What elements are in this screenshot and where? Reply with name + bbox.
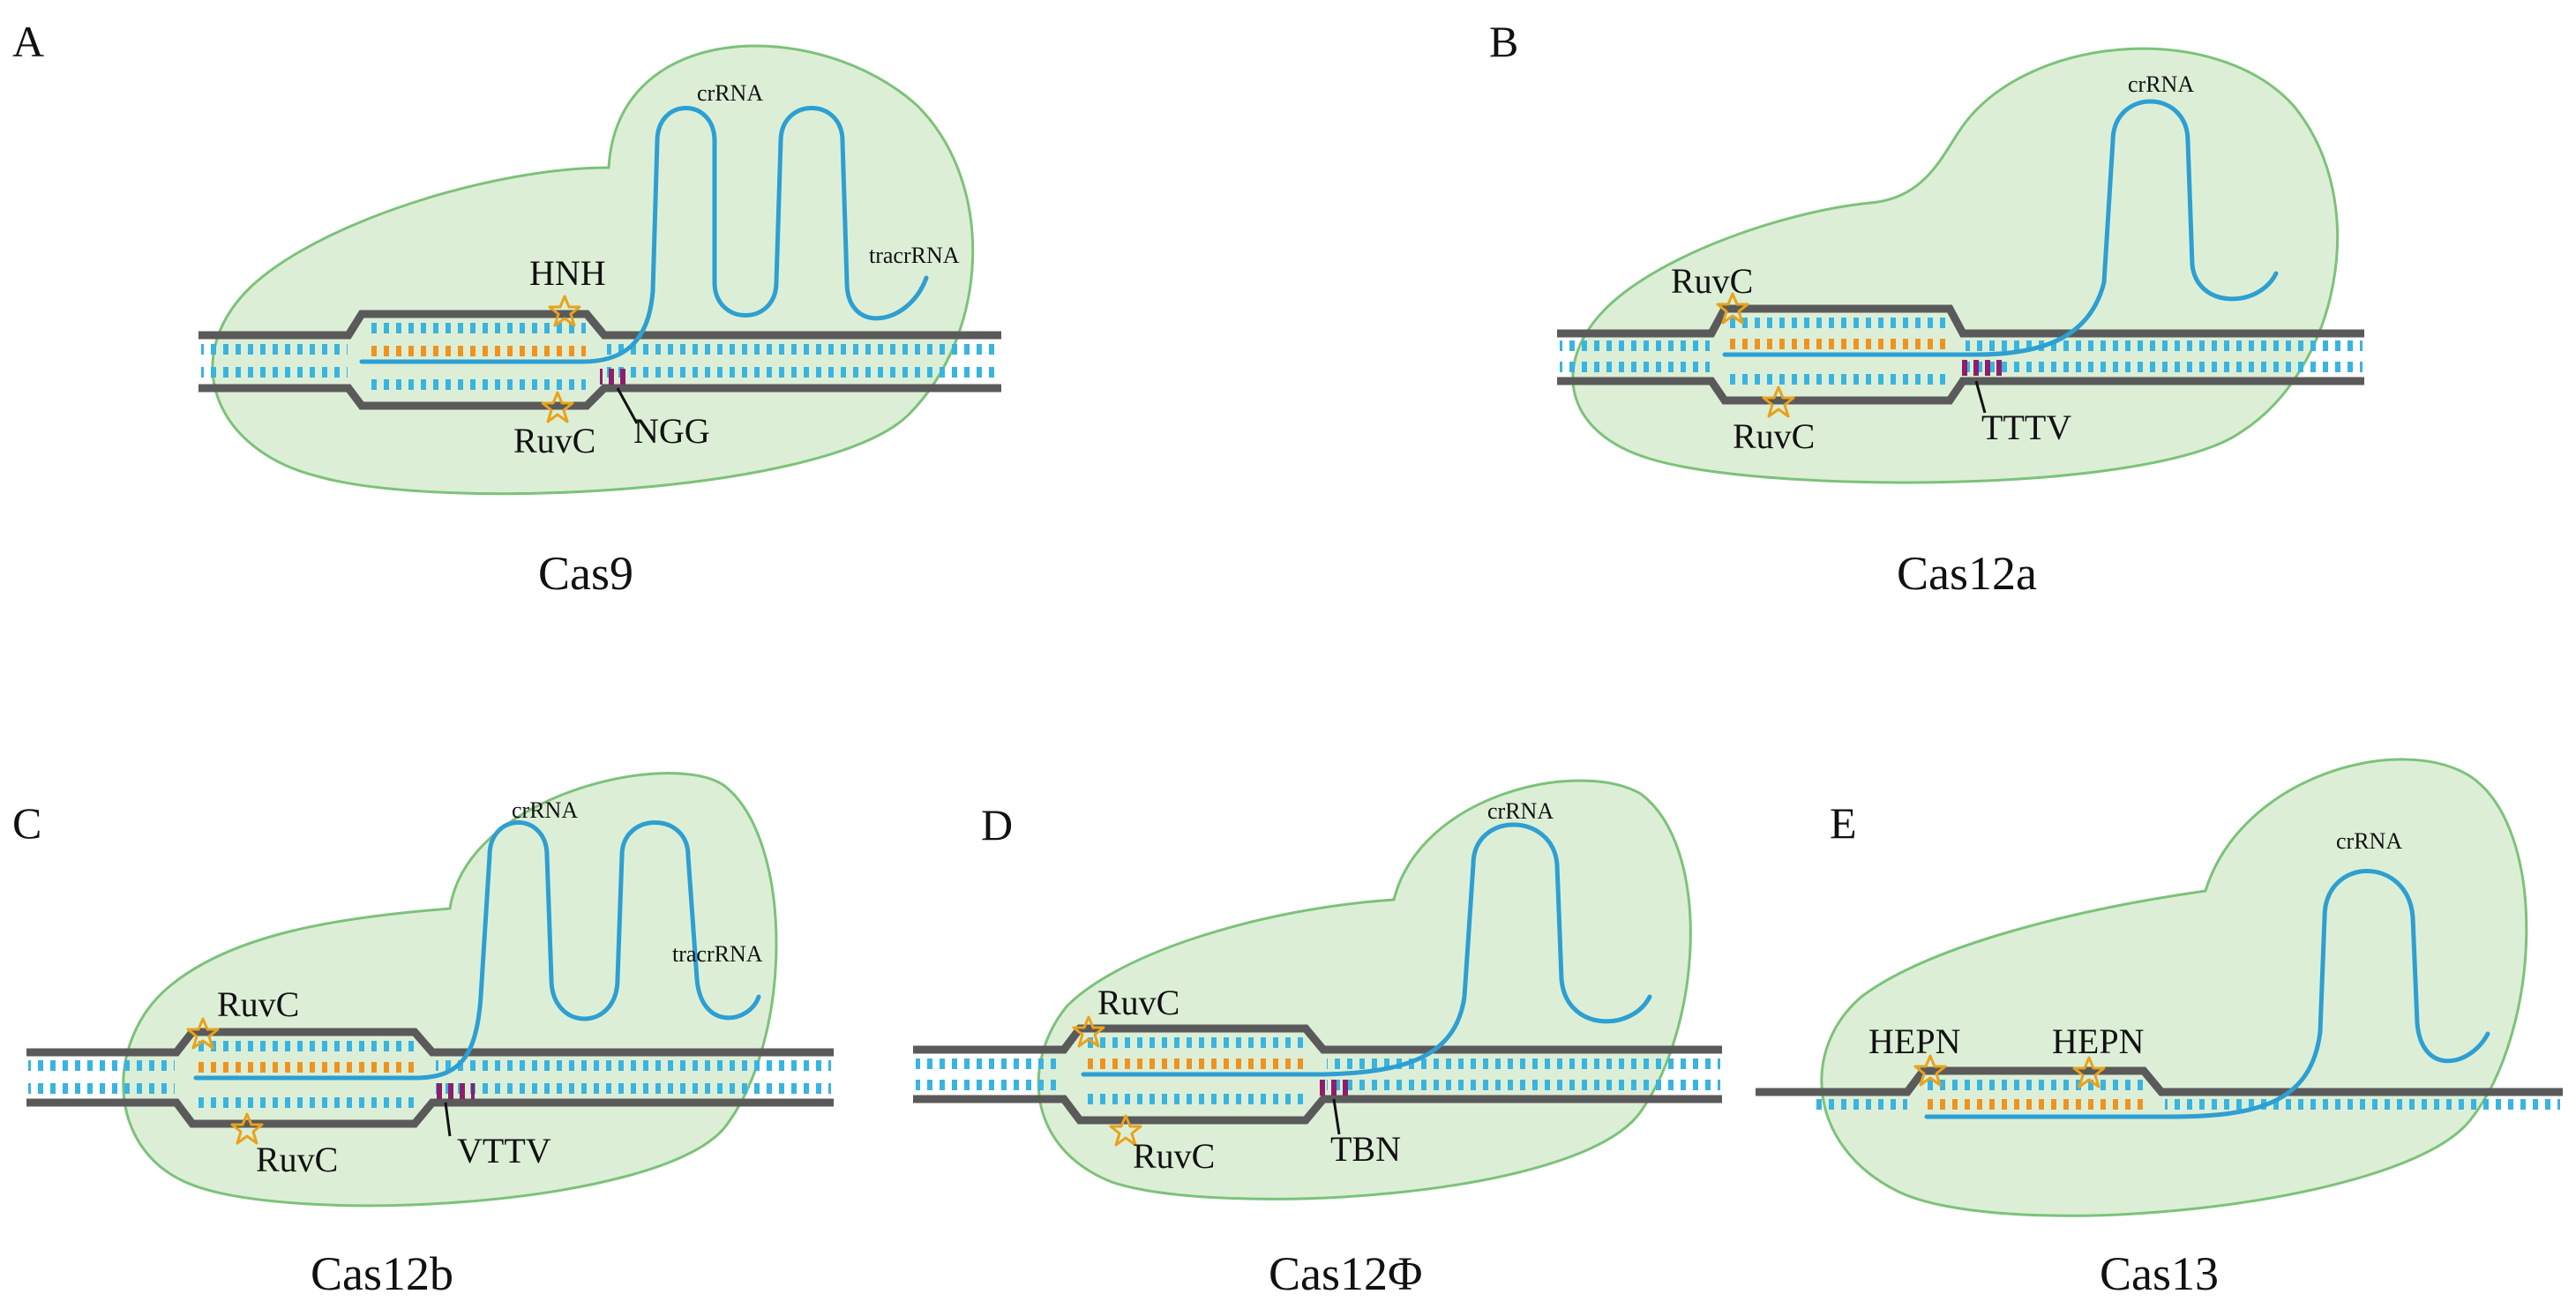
pam-site (600, 369, 632, 385)
crrna-strand (359, 106, 929, 364)
base-pairs-bubble-bottom (365, 379, 586, 390)
pam-label: TBN (1330, 1129, 1401, 1169)
base-pairs-left-bottom (28, 1083, 175, 1094)
base-pairs-left-bottom (1560, 362, 1710, 372)
ruvc-bottom-label: RuvC (256, 1140, 338, 1179)
base-pairs-left-top (201, 344, 348, 355)
panel-c: C crRNA tracrRNA RuvC RuvC VTTV Cas12b (12, 772, 834, 1300)
dna-nontarget-strand (1557, 377, 2364, 405)
guide-pairing (196, 1062, 415, 1073)
base-pairs-left-top (1560, 340, 1710, 351)
ruvc-top-label: RuvC (1097, 983, 1179, 1022)
ruvc-bottom-label: RuvC (1133, 1136, 1215, 1176)
base-pairs-right-bottom (1966, 362, 2363, 372)
crrna-strand (1924, 869, 2490, 1119)
base-pairs-left-bottom (916, 1080, 1062, 1090)
crrna-label: crRNA (2336, 828, 2402, 854)
hnh-label: HNH (529, 253, 606, 293)
panel-title: Cas12b (311, 1247, 453, 1300)
crrna-label: crRNA (1487, 798, 1554, 824)
pam-pointer (1332, 1098, 1341, 1135)
dna-target-strand (1557, 304, 2364, 338)
panel-letter: D (981, 800, 1013, 849)
panel-letter: E (1830, 798, 1857, 848)
base-pairs-bubble-top (1083, 1037, 1304, 1048)
target-bases-right (2165, 1099, 2560, 1110)
base-pairs-left-bottom (201, 367, 348, 378)
pam-site (432, 1083, 475, 1099)
panel-b: B crRNA RuvC RuvC TTTV Cas12a (1489, 17, 2364, 600)
panel-title: Cas12Φ (1269, 1247, 1422, 1300)
crrna-strand (1081, 822, 1652, 1077)
ruvc-top-label: RuvC (217, 984, 299, 1024)
crrna-strand (1722, 99, 2279, 357)
pam-label: TTTV (1981, 408, 2071, 447)
base-pairs-right-bottom (436, 1083, 831, 1094)
base-pairs-right-bottom (1327, 1080, 1720, 1090)
pam-pointer (444, 1102, 452, 1137)
dna-nontarget-strand (26, 1098, 834, 1128)
dna-target-strand (26, 1028, 834, 1057)
ruvc-top-label: RuvC (1671, 261, 1753, 301)
tracrrna-label: tracrRNA (869, 243, 960, 268)
target-bases-bubble (1927, 1080, 2144, 1090)
crrna-label: crRNA (697, 80, 763, 106)
panel-e: E crRNA HEPN HEPN Cas13 (1756, 758, 2563, 1300)
panel-letter: A (12, 17, 44, 66)
panel-letter: B (1489, 17, 1518, 66)
ruvc-label: RuvC (513, 421, 595, 460)
panel-letter: C (12, 798, 41, 848)
panel-title: Cas9 (538, 547, 633, 600)
hepn-label-1: HEPN (1868, 1021, 1960, 1061)
base-pairs-right-top (436, 1060, 831, 1071)
base-pairs-bubble-top (196, 1041, 415, 1051)
base-pairs-bubble-bottom (1083, 1094, 1304, 1104)
tracrrna-label: tracrRNA (672, 941, 763, 967)
base-pairs-right-top (1966, 340, 2363, 351)
base-pairs-bubble-bottom (196, 1097, 415, 1108)
base-pairs-right-bottom (607, 367, 999, 378)
crrna-strand (193, 820, 761, 1081)
panel-a: A crRNA tracrRNA HNH RuvC NGG Cas9 (12, 17, 1001, 600)
ruvc-bottom-label: RuvC (1733, 416, 1815, 456)
base-pairs-right-top (1327, 1058, 1720, 1069)
pam-pointer (616, 387, 639, 424)
crrna-label: crRNA (512, 797, 578, 823)
base-pairs-left-top (28, 1060, 175, 1071)
dna-target-strand (198, 310, 1001, 340)
target-rna-backbone (1756, 1066, 2563, 1096)
dna-target-strand (913, 1024, 1722, 1054)
pam-site (1960, 360, 2003, 376)
pam-label: NGG (633, 411, 710, 451)
guide-pairing (1927, 1099, 2144, 1110)
pam-site (1318, 1080, 1350, 1096)
cas-protein-body (1820, 758, 2528, 1217)
dna-nontarget-strand (198, 384, 1001, 410)
guide-pairing (1083, 1058, 1304, 1069)
target-bases-left (1812, 1099, 1907, 1110)
crrna-label: crRNA (2128, 71, 2194, 97)
dna-nontarget-strand (913, 1095, 1722, 1125)
panel-d: D crRNA RuvC RuvC TBN Cas12Φ (913, 779, 1722, 1300)
pam-pointer (1974, 380, 1987, 414)
base-pairs-bubble-bottom (1727, 374, 1948, 385)
base-pairs-right-top (607, 344, 999, 355)
guide-pairing (1727, 339, 1948, 349)
panel-title: Cas12a (1897, 547, 2037, 600)
hepn-label-2: HEPN (2052, 1021, 2144, 1061)
pam-label: VTTV (457, 1131, 551, 1171)
base-pairs-bubble-top (365, 323, 586, 333)
panel-title: Cas13 (2100, 1247, 2219, 1300)
guide-pairing (365, 346, 586, 356)
base-pairs-bubble-top (1727, 318, 1948, 328)
base-pairs-left-top (916, 1058, 1062, 1069)
